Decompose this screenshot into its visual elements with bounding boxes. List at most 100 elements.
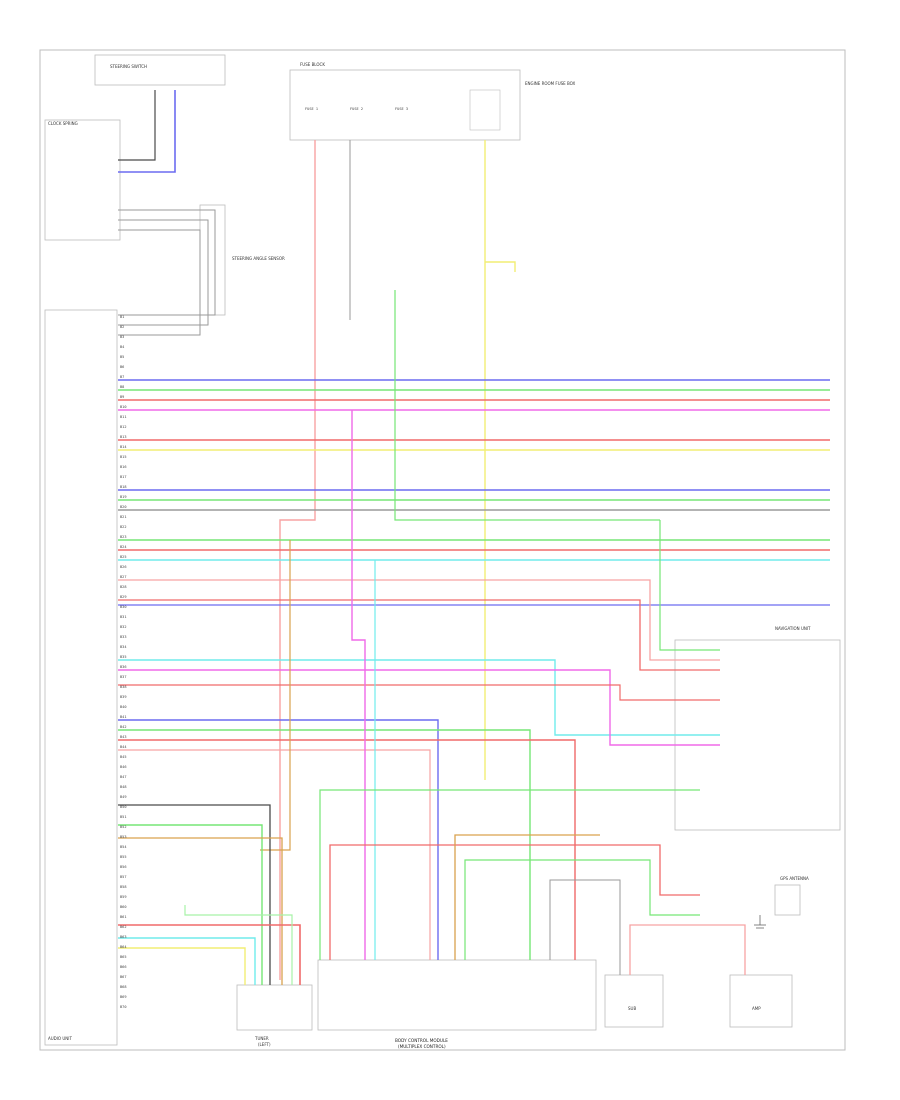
pin-label: B8 <box>120 385 124 389</box>
pin-label: B30 <box>120 605 127 609</box>
wire-gray-sub <box>549 879 621 975</box>
wires <box>118 90 830 985</box>
wire-orange-vert <box>260 540 291 851</box>
fuse-block-label: FUSE BLOCK <box>300 62 325 67</box>
wire-lgreen-tuner <box>184 905 293 985</box>
pin-label: B39 <box>120 695 127 699</box>
pin-label: B26 <box>120 565 127 569</box>
tuner-sub-label: (LEFT) <box>258 1042 271 1047</box>
pin-label: B67 <box>120 975 127 979</box>
pin-label: B47 <box>120 775 127 779</box>
pin-label: B11 <box>120 415 127 419</box>
wire-black-tuner <box>118 804 271 985</box>
pin-label: B65 <box>120 955 127 959</box>
steering-switch-box <box>94 54 226 86</box>
fuse-label: FUSE 1 <box>305 107 318 111</box>
ecu-subtitle: (MULTIPLEX CONTROL) <box>398 1044 446 1049</box>
pin-label: B62 <box>120 925 127 929</box>
wire-gray-steer-3 <box>118 229 201 336</box>
audio-unit-label: AUDIO UNIT <box>48 1036 72 1041</box>
pin-label: B32 <box>120 625 127 629</box>
pin-label: B20 <box>120 505 127 509</box>
pin-label: B64 <box>120 945 127 949</box>
wire-pink-ecu <box>118 749 431 960</box>
wire-cyan-nav <box>118 659 720 736</box>
wire-red-nav-1 <box>118 599 720 671</box>
pin-label: B58 <box>120 885 127 889</box>
wire-red-nav-2 <box>118 684 720 701</box>
pin-label: B1 <box>120 315 124 319</box>
pin-label: B17 <box>120 475 127 479</box>
wire-pink-nav-1 <box>118 579 720 661</box>
amp-label: AMP <box>752 1006 761 1011</box>
pin-label: B12 <box>120 425 127 429</box>
wire-red-tuner <box>118 924 301 985</box>
pin-label: B24 <box>120 545 127 549</box>
steering-angle-box <box>199 204 226 316</box>
pin-label: B40 <box>120 705 127 709</box>
wire-cyan-tuner <box>118 937 256 985</box>
wire-gray-steer-2 <box>118 219 209 326</box>
pin-label: B50 <box>120 805 127 809</box>
pin-label: B33 <box>120 635 127 639</box>
sub-box <box>604 974 664 1028</box>
gps-antenna-box <box>774 884 801 916</box>
pin-label: B53 <box>120 835 127 839</box>
pin-label: B55 <box>120 855 127 859</box>
pin-label: B16 <box>120 465 127 469</box>
pin-label: B29 <box>120 595 127 599</box>
body-control-module-box <box>317 959 597 1031</box>
pin-label: B70 <box>120 1005 127 1009</box>
amp-box <box>729 974 793 1028</box>
wire-black-top <box>118 90 156 161</box>
pin-label: B41 <box>120 715 127 719</box>
wire-yellow-tuner <box>118 947 246 985</box>
pin-label: B57 <box>120 875 127 879</box>
ground-symbol <box>754 915 766 929</box>
wire-magenta-nav <box>118 669 720 746</box>
steering-switch-label: STEERING SWITCH <box>110 64 147 69</box>
pin-label: B52 <box>120 825 127 829</box>
pin-label: B18 <box>120 485 127 489</box>
pin-label: B5 <box>120 355 124 359</box>
pin-label: B25 <box>120 555 127 559</box>
pin-label: B36 <box>120 665 127 669</box>
pin-label: B13 <box>120 435 127 439</box>
pin-label: B38 <box>120 685 127 689</box>
diagram-frame <box>39 49 846 1051</box>
pin-label: B4 <box>120 345 124 349</box>
fuse-label: FUSE 2 <box>350 107 363 111</box>
fuse-block-box <box>289 69 521 141</box>
pin-label: B21 <box>120 515 127 519</box>
pin-label: B14 <box>120 445 127 449</box>
pin-label: B68 <box>120 985 127 989</box>
ecu-title: BODY CONTROL MODULE <box>395 1038 448 1043</box>
pin-label: B37 <box>120 675 127 679</box>
pin-label: B3 <box>120 335 124 339</box>
tuner-box <box>236 984 313 1031</box>
wire-green-vert <box>394 290 660 521</box>
navigation-unit-label: NAVIGATION UNIT <box>775 626 811 631</box>
pin-label: B31 <box>120 615 127 619</box>
pin-label: B56 <box>120 865 127 869</box>
pin-label: B43 <box>120 735 127 739</box>
pin-label: B28 <box>120 585 127 589</box>
pin-label: B42 <box>120 725 127 729</box>
wire-magenta-vert <box>351 410 366 960</box>
wire-orange-ecu <box>454 834 600 960</box>
wire-red-ecu <box>118 739 576 960</box>
pin-label: B59 <box>120 895 127 899</box>
wire-orange-tuner <box>118 837 283 985</box>
pin-label: B45 <box>120 755 127 759</box>
pin-label: B22 <box>120 525 127 529</box>
ignition-relay-box <box>469 89 501 131</box>
pin-label: B35 <box>120 655 127 659</box>
pin-label: B44 <box>120 745 127 749</box>
pin-label: B23 <box>120 535 127 539</box>
pin-label: B6 <box>120 365 124 369</box>
clock-spring-box <box>44 119 121 241</box>
pin-label: B27 <box>120 575 127 579</box>
tuner-label: TUNER <box>254 1036 269 1041</box>
wire-red-ecu-gps <box>329 844 700 960</box>
